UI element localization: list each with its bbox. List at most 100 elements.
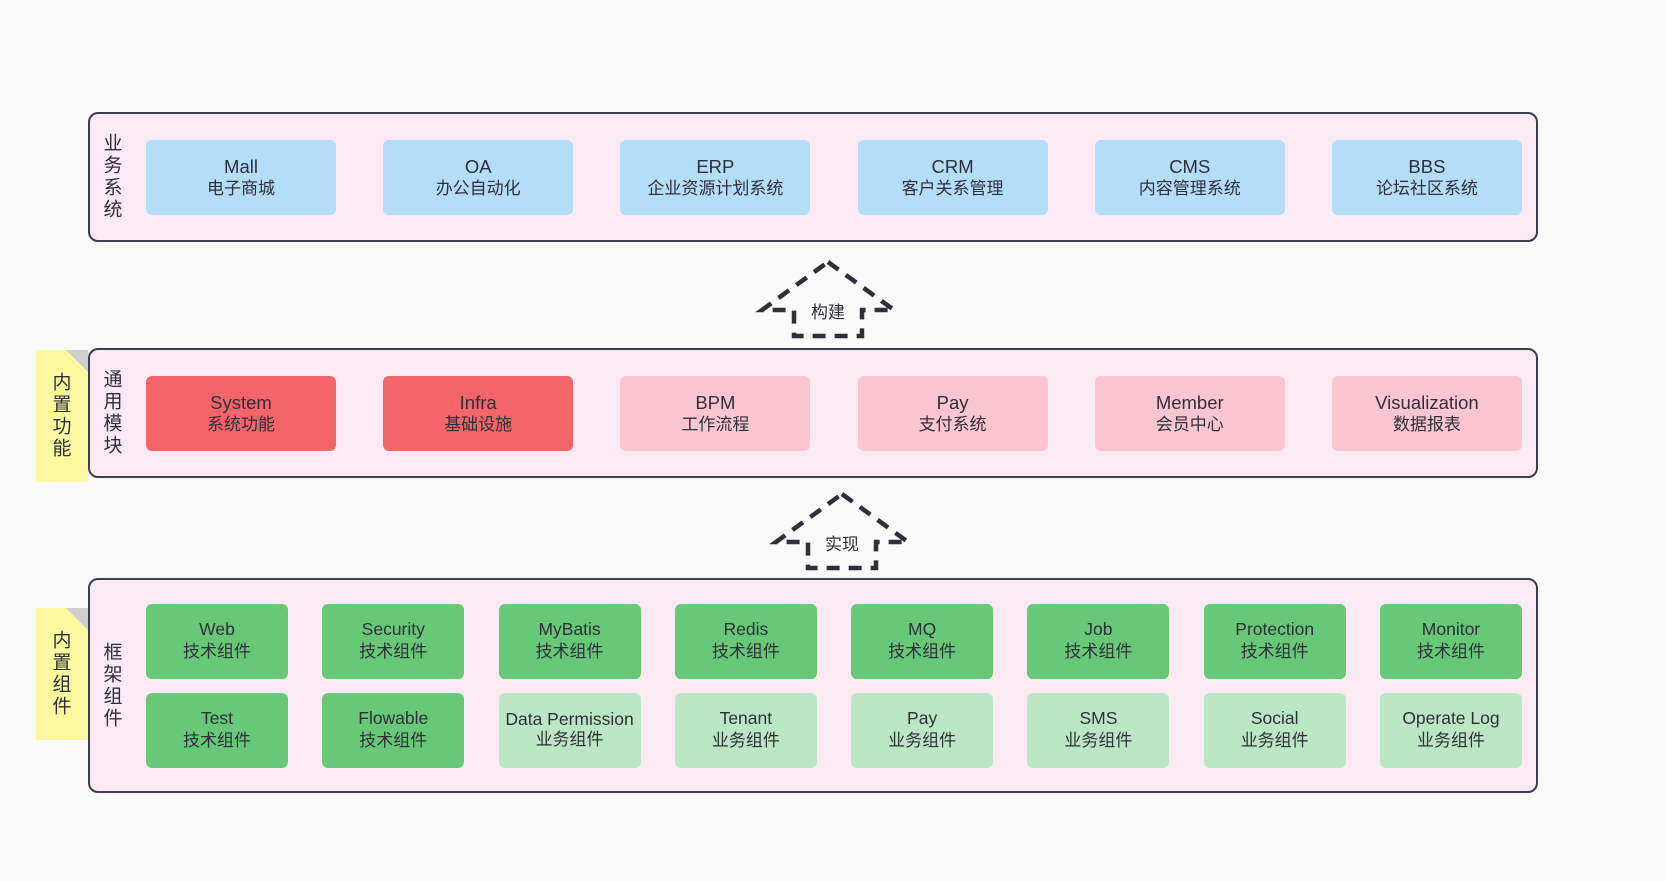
connector-build: 构建 (755, 258, 901, 340)
card-subtitle: 业务组件 (711, 731, 780, 751)
card-bbs[interactable]: BBS 论坛社区系统 (1331, 139, 1522, 215)
card-subtitle: 论坛社区系统 (1375, 178, 1478, 198)
layer-framework-components-body: Web 技术组件 Security 技术组件 MyBatis 技术组件 Redi… (132, 580, 1536, 791)
card-subtitle: 业务组件 (888, 731, 957, 751)
card-subtitle: 业务组件 (1416, 731, 1485, 751)
card-redis[interactable]: Redis 技术组件 (674, 603, 817, 679)
connector-implement-label: 实现 (825, 535, 859, 554)
card-job[interactable]: Job 技术组件 (1027, 603, 1170, 679)
card-title: Redis (723, 619, 769, 640)
card-protection[interactable]: Protection 技术组件 (1203, 603, 1346, 679)
card-title: Operate Log (1402, 708, 1500, 729)
card-title: Protection (1235, 619, 1315, 640)
card-subtitle: 内容管理系统 (1138, 178, 1241, 198)
connector-implement: 实现 (769, 490, 915, 572)
layer-common-modules: 通用模块 System 系统功能 Infra 基础设施 BPM 工作流程 Pay… (88, 348, 1538, 478)
card-visualization[interactable]: Visualization 数据报表 (1331, 375, 1522, 451)
card-pay[interactable]: Pay 支付系统 (857, 375, 1048, 451)
card-title: Social (1250, 708, 1299, 729)
card-oa[interactable]: OA 办公自动化 (383, 139, 574, 215)
card-mybatis[interactable]: MyBatis 技术组件 (498, 603, 641, 679)
card-subtitle: 办公自动化 (435, 178, 521, 198)
note-builtin-components: 内置组件 (36, 608, 88, 740)
layer-framework-components-label: 框架组件 (100, 641, 122, 730)
card-subtitle: 基础设施 (444, 414, 513, 434)
card-system[interactable]: System 系统功能 (146, 375, 336, 451)
card-title: Infra (459, 391, 497, 413)
card-subtitle: 业务组件 (1064, 731, 1133, 751)
card-title: Pay (936, 391, 969, 413)
card-data-permission[interactable]: Data Permission 业务组件 (498, 692, 641, 768)
card-row-technical: Web 技术组件 Security 技术组件 MyBatis 技术组件 Redi… (146, 603, 1522, 679)
card-sms[interactable]: SMS 业务组件 (1027, 692, 1170, 768)
card-subtitle: 技术组件 (183, 642, 251, 662)
card-subtitle: 系统功能 (207, 414, 275, 434)
layer-framework-components: 框架组件 Web 技术组件 Security 技术组件 MyBatis 技术组件… (88, 578, 1538, 793)
card-web[interactable]: Web 技术组件 (146, 603, 288, 679)
card-title: System (210, 391, 272, 413)
card-operate-log[interactable]: Operate Log 业务组件 (1379, 692, 1522, 768)
card-subtitle: 技术组件 (359, 731, 428, 751)
card-title: SMS (1079, 708, 1118, 729)
card-title: Flowable (358, 708, 429, 729)
card-member[interactable]: Member 会员中心 (1094, 375, 1285, 451)
card-row: Mall 电子商城 OA 办公自动化 ERP 企业资源计划系统 CRM 客户关系… (146, 139, 1522, 215)
card-subtitle: 客户关系管理 (901, 178, 1004, 198)
card-title: ERP (696, 155, 735, 177)
card-title: Visualization (1375, 391, 1479, 413)
card-infra[interactable]: Infra 基础设施 (383, 375, 574, 451)
card-tenant[interactable]: Tenant 业务组件 (674, 692, 817, 768)
card-subtitle: 技术组件 (1240, 642, 1309, 662)
card-monitor[interactable]: Monitor 技术组件 (1379, 603, 1522, 679)
card-subtitle: 会员中心 (1155, 414, 1224, 434)
layer-business-systems-body: Mall 电子商城 OA 办公自动化 ERP 企业资源计划系统 CRM 客户关系… (132, 114, 1536, 240)
card-erp[interactable]: ERP 企业资源计划系统 (620, 139, 811, 215)
layer-business-systems: 业务系统 Mall 电子商城 OA 办公自动化 ERP 企业资源计划系统 CRM… (88, 112, 1538, 242)
card-title: Tenant (719, 708, 773, 729)
page-fold-icon (66, 608, 88, 630)
card-cms[interactable]: CMS 内容管理系统 (1094, 139, 1285, 215)
card-subtitle: 技术组件 (1416, 642, 1485, 662)
card-title: MyBatis (538, 619, 601, 640)
card-title: Member (1155, 391, 1224, 413)
card-subtitle: 电子商城 (207, 178, 275, 198)
card-title: CMS (1169, 155, 1211, 177)
layer-common-modules-body: System 系统功能 Infra 基础设施 BPM 工作流程 Pay 支付系统… (132, 350, 1536, 476)
card-title: Job (1084, 619, 1113, 640)
card-subtitle: 技术组件 (535, 642, 604, 662)
note-builtin-features: 内置功能 (36, 350, 88, 482)
card-title: BBS (1408, 155, 1446, 177)
card-title: Data Permission (505, 708, 634, 729)
card-social[interactable]: Social 业务组件 (1203, 692, 1346, 768)
card-crm[interactable]: CRM 客户关系管理 (857, 139, 1048, 215)
card-subtitle: 技术组件 (1064, 642, 1133, 662)
card-test[interactable]: Test 技术组件 (146, 692, 288, 768)
card-security[interactable]: Security 技术组件 (322, 603, 465, 679)
card-title: Web (199, 619, 235, 640)
card-subtitle: 企业资源计划系统 (647, 178, 784, 198)
card-subtitle: 技术组件 (888, 642, 957, 662)
card-title: BPM (695, 391, 736, 413)
card-flowable[interactable]: Flowable 技术组件 (322, 692, 465, 768)
card-subtitle: 业务组件 (535, 730, 604, 750)
card-title: Pay (907, 708, 938, 729)
card-title: OA (464, 155, 492, 177)
card-title: Monitor (1421, 619, 1481, 640)
card-bpm[interactable]: BPM 工作流程 (620, 375, 811, 451)
card-mq[interactable]: MQ 技术组件 (851, 603, 994, 679)
card-title: Test (200, 708, 234, 729)
card-mall[interactable]: Mall 电子商城 (146, 139, 336, 215)
card-row: System 系统功能 Infra 基础设施 BPM 工作流程 Pay 支付系统… (146, 375, 1522, 451)
card-subtitle: 技术组件 (359, 642, 428, 662)
card-subtitle: 工作流程 (681, 414, 750, 434)
layer-common-modules-label: 通用模块 (100, 369, 122, 457)
card-subtitle: 支付系统 (918, 414, 987, 434)
card-subtitle: 技术组件 (711, 642, 780, 662)
page-fold-icon (66, 350, 88, 372)
card-title: Security (361, 619, 425, 640)
card-pay-business[interactable]: Pay 业务组件 (851, 692, 994, 768)
note-label: 内置组件 (49, 630, 71, 718)
note-label: 内置功能 (49, 372, 71, 460)
card-title: CRM (931, 155, 974, 177)
